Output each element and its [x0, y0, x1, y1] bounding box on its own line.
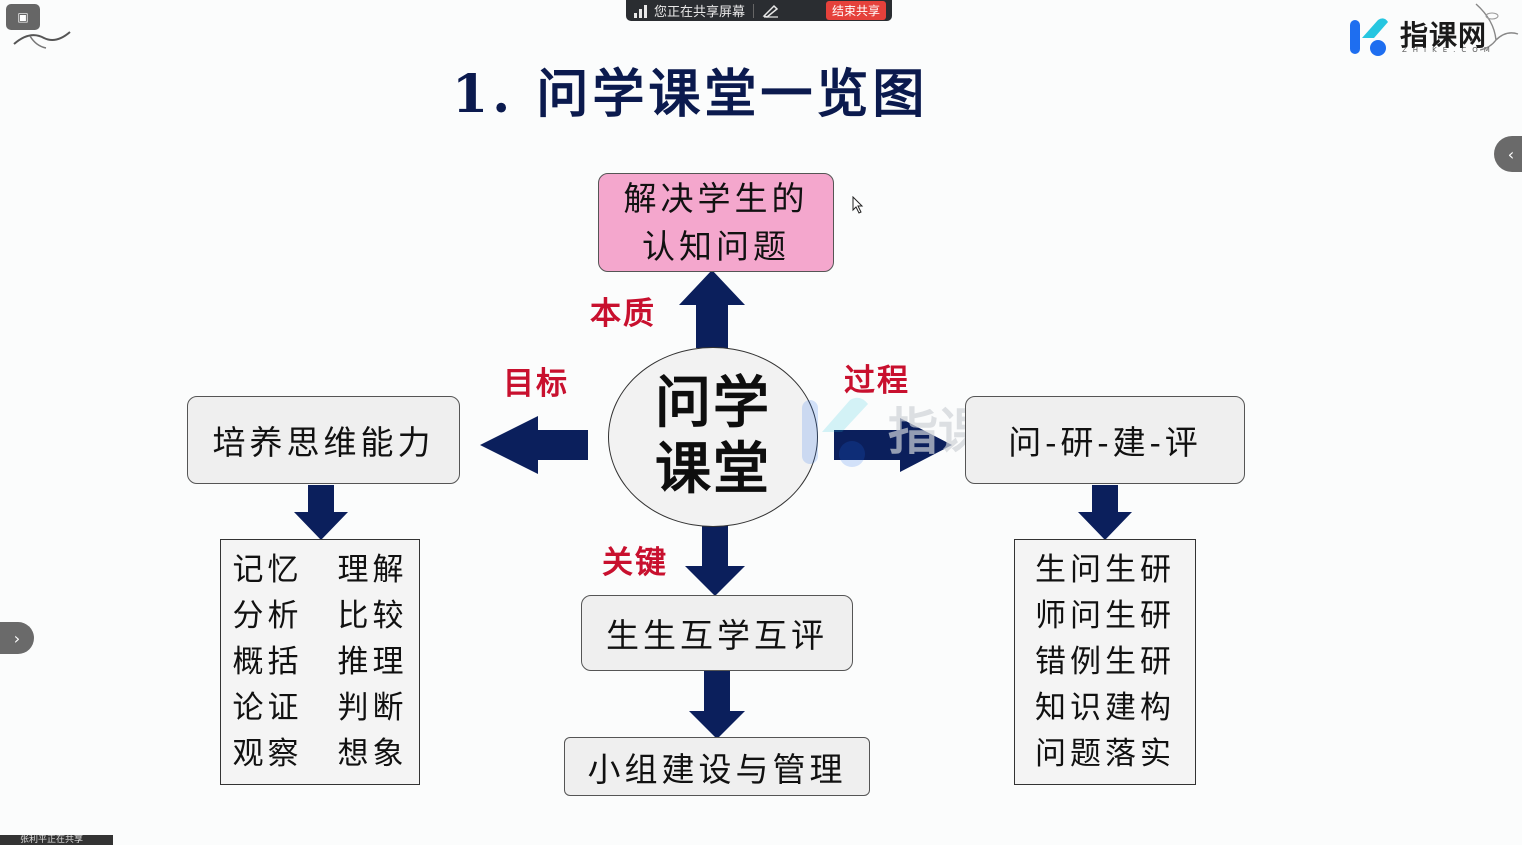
bottom-box-group-management: 小组建设与管理 — [564, 737, 870, 796]
center-circle-wenxue-classroom: 问学 课堂 — [608, 347, 818, 527]
annotate-pen-icon[interactable] — [762, 4, 780, 18]
expand-panel-button[interactable]: › — [0, 622, 34, 654]
list-item: 问题落实 — [1035, 736, 1175, 772]
screen-share-bar: 您正在共享屏幕 结束共享 — [626, 0, 892, 21]
center-line1: 问学 — [655, 371, 771, 436]
list-item: 错例生研 — [1035, 644, 1175, 680]
arrow-down-center-2 — [689, 671, 745, 739]
list-item: 记忆 理解 — [232, 552, 408, 588]
watermark-logo-icon — [802, 397, 868, 467]
right-box-process: 问-研-建-评 — [965, 396, 1245, 484]
logo-text: 指课网 — [1400, 19, 1488, 52]
center-line2: 课堂 — [655, 437, 771, 502]
zhike-logo-icon — [1350, 18, 1388, 56]
list-item: 知识建构 — [1035, 690, 1175, 726]
logo-subtext: ZHIKE.COM — [1402, 46, 1496, 54]
top-box-line2: 认知问题 — [642, 226, 790, 266]
label-goal: 目标 — [503, 366, 569, 402]
decor-flower-icon — [1475, 3, 1519, 51]
sharer-status-bar: 张利平正在共享 — [0, 835, 113, 845]
collapse-panel-button[interactable]: ‹ — [1494, 136, 1522, 172]
list-item: 生问生研 — [1035, 552, 1175, 588]
arrow-right — [834, 418, 952, 472]
left-box-goal: 培养思维能力 — [187, 396, 460, 484]
stop-sharing-button[interactable]: 结束共享 — [825, 1, 886, 20]
arrow-left — [480, 416, 588, 474]
divider — [753, 3, 755, 18]
list-item: 论证 判断 — [232, 690, 408, 726]
right-list-box: 生问生研 师问生研 错例生研 知识建构 问题落实 — [1014, 539, 1196, 785]
bottom-box-peer-learning: 生生互学互评 — [581, 595, 853, 671]
share-status-text: 您正在共享屏幕 — [654, 5, 746, 20]
arrow-down-center — [685, 524, 745, 596]
left-list-box: 记忆 理解 分析 比较 概括 推理 论证 判断 观察 想象 — [220, 539, 420, 785]
label-key: 关键 — [602, 545, 668, 581]
label-process: 过程 — [844, 363, 910, 399]
window-icon[interactable]: ▣ — [6, 4, 40, 30]
decor-brush-icon — [13, 31, 71, 49]
arrow-down-right — [1078, 485, 1132, 540]
signal-icon — [634, 4, 650, 18]
top-box-essence: 解决学生的 认知问题 — [598, 173, 834, 272]
arrow-down-left — [294, 485, 348, 540]
list-item: 概括 推理 — [232, 644, 408, 680]
list-item: 观察 想象 — [232, 736, 408, 772]
label-essence: 本质 — [590, 296, 656, 332]
slide-title: 1. 问学课堂一览图 — [452, 64, 929, 125]
top-box-line1: 解决学生的 — [623, 178, 809, 218]
list-item: 师问生研 — [1035, 598, 1175, 634]
list-item: 分析 比较 — [232, 598, 408, 634]
mouse-cursor-icon — [852, 196, 864, 214]
arrow-up — [679, 270, 745, 348]
